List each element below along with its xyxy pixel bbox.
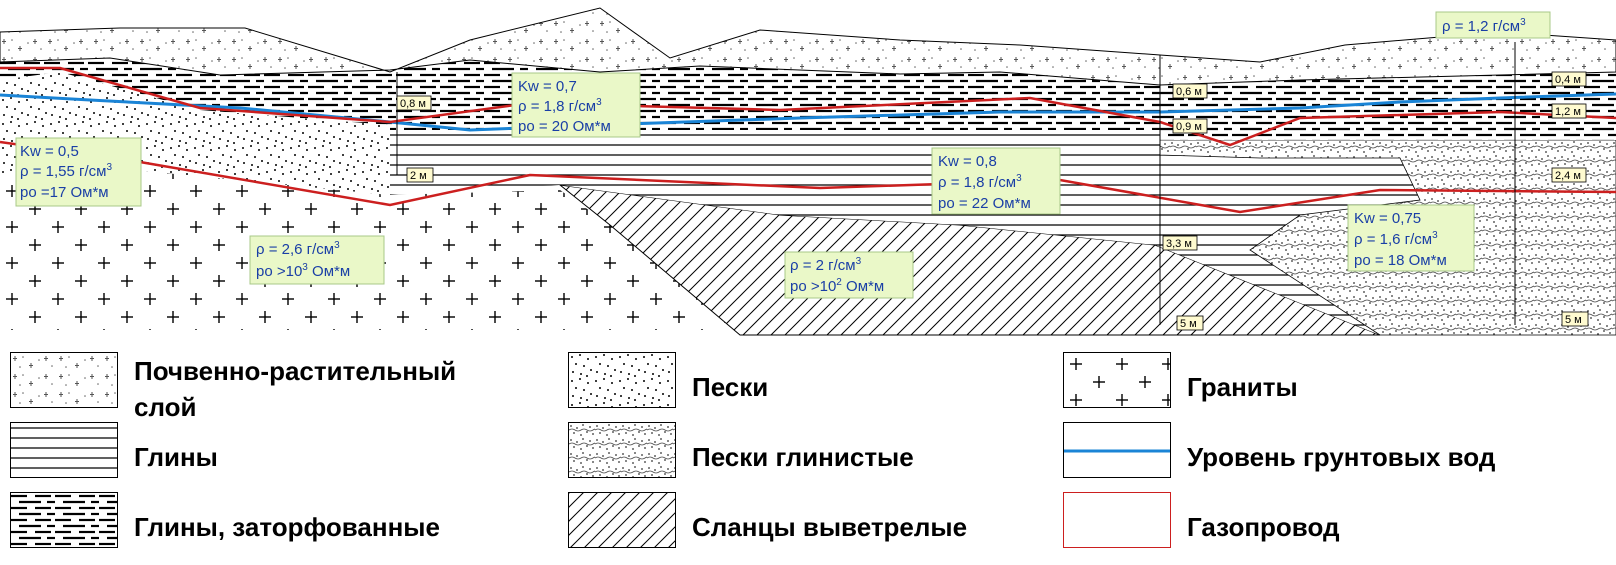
depth-mark: 2 м bbox=[406, 167, 434, 183]
legend-swatch-pipeline bbox=[1063, 492, 1171, 548]
legend-swatch-shales bbox=[568, 492, 676, 548]
legend-swatch-clayey-sands bbox=[568, 422, 676, 478]
svg-text:2 м: 2 м bbox=[410, 170, 427, 182]
svg-text:5 м: 5 м bbox=[1180, 318, 1197, 330]
depth-mark: 3,3 м bbox=[1162, 235, 1198, 251]
svg-text:ρ = 2,6 г/см3: ρ = 2,6 г/см3 bbox=[256, 240, 340, 258]
legend-swatch-peat-clays bbox=[10, 492, 118, 548]
props-peat-clay: Kw = 0,7 ρ = 1,8 г/см3 ро = 20 Ом*м bbox=[511, 72, 641, 138]
svg-text:Kw = 0,75: Kw = 0,75 bbox=[1354, 210, 1421, 227]
pipeline-line-deep bbox=[0, 140, 1616, 214]
svg-text:0,4 м: 0,4 м bbox=[1555, 74, 1581, 86]
depth-mark: 1,2 м bbox=[1551, 103, 1587, 119]
depth-mark: 5 м bbox=[1561, 311, 1589, 327]
depth-mark: 0,4 м bbox=[1551, 71, 1587, 87]
svg-text:ро =17 Ом*м: ро =17 Ом*м bbox=[20, 184, 109, 201]
depth-mark: 0,8 м bbox=[396, 95, 432, 111]
svg-text:Kw = 0,7: Kw = 0,7 bbox=[518, 78, 577, 95]
legend-label-shales: Сланцы выветрелые bbox=[692, 512, 968, 542]
svg-text:ρ = 1,8 г/см3: ρ = 1,8 г/см3 bbox=[938, 173, 1022, 191]
svg-text:ρ = 1,2 г/см3: ρ = 1,2 г/см3 bbox=[1442, 17, 1526, 35]
legend-label-pipeline: Газопровод bbox=[1187, 512, 1340, 542]
props-shale: ρ = 2 г/см3 ро >102 Ом*м bbox=[784, 251, 914, 299]
svg-text:ро = 18 Ом*м: ро = 18 Ом*м bbox=[1354, 252, 1447, 269]
svg-text:0,9 м: 0,9 м bbox=[1176, 121, 1202, 133]
legend-swatch-clays bbox=[10, 422, 118, 478]
legend-label-groundwater: Уровень грунтовых вод bbox=[1187, 442, 1496, 472]
svg-text:0,8 м: 0,8 м bbox=[400, 98, 426, 110]
depth-mark: 2,4 м bbox=[1551, 167, 1587, 183]
props-soil: ρ = 1,2 г/см3 bbox=[1435, 11, 1551, 39]
props-sands-left: Kw = 0,5 ρ = 1,55 г/см3 ро =17 Ом*м bbox=[15, 137, 142, 207]
pipeline-line bbox=[0, 66, 1616, 147]
groundwater-line bbox=[0, 92, 1616, 132]
svg-text:3,3 м: 3,3 м bbox=[1166, 238, 1192, 250]
svg-text:ро = 20 Ом*м: ро = 20 Ом*м bbox=[518, 118, 611, 135]
svg-text:ро >102 Ом*м: ро >102 Ом*м bbox=[790, 277, 884, 295]
geological-section: 0,8 м 2 м 0,6 м 0,9 м 3,3 м 5 м 0,4 м 1,… bbox=[0, 7, 1616, 336]
legend-label-clayey-sands: Пески глинистые bbox=[692, 442, 914, 472]
legend-swatch-groundwater bbox=[1063, 422, 1171, 478]
svg-text:ро = 22 Ом*м: ро = 22 Ом*м bbox=[938, 195, 1031, 212]
svg-text:ро >103 Ом*м: ро >103 Ом*м bbox=[256, 262, 350, 280]
svg-text:ρ = 1,55 г/см3: ρ = 1,55 г/см3 bbox=[20, 162, 112, 180]
depth-mark: 0,6 м bbox=[1172, 83, 1208, 99]
legend-label-soil-2: слой bbox=[134, 392, 197, 422]
svg-text:0,6 м: 0,6 м bbox=[1176, 86, 1202, 98]
svg-text:1,2 м: 1,2 м bbox=[1555, 106, 1581, 118]
depth-mark: 0,9 м bbox=[1172, 118, 1208, 134]
svg-text:2,4 м: 2,4 м bbox=[1555, 170, 1581, 182]
legend-label-sands: Пески bbox=[692, 372, 769, 402]
props-granite: ρ = 2,6 г/см3 ро >103 Ом*м bbox=[249, 235, 385, 285]
legend-swatch-sands bbox=[568, 352, 676, 408]
soil-layer bbox=[0, 7, 1616, 86]
props-clay: Kw = 0,8 ρ = 1,8 г/см3 ро = 22 Ом*м bbox=[931, 147, 1061, 215]
legend-swatch-granites bbox=[1063, 352, 1171, 408]
svg-text:ρ = 2 г/см3: ρ = 2 г/см3 bbox=[790, 256, 862, 274]
svg-text:Kw = 0,8: Kw = 0,8 bbox=[938, 153, 997, 170]
legend-label-soil-1: Почвенно-растительный bbox=[134, 356, 457, 386]
svg-text:ρ = 1,8 г/см3: ρ = 1,8 г/см3 bbox=[518, 97, 602, 115]
boreholes bbox=[396, 42, 1516, 325]
svg-text:5 м: 5 м bbox=[1565, 314, 1582, 326]
props-clayey-sand: Kw = 0,75 ρ = 1,6 г/см3 ро = 18 Ом*м bbox=[1347, 204, 1475, 272]
depth-mark: 5 м bbox=[1176, 315, 1204, 331]
legend-label-clays: Глины bbox=[134, 442, 218, 472]
svg-text:Kw = 0,5: Kw = 0,5 bbox=[20, 143, 79, 160]
legend-swatch-soil bbox=[10, 352, 118, 408]
legend-label-peat-clays: Глины, заторфованные bbox=[134, 512, 440, 542]
legend-label-granites: Граниты bbox=[1187, 372, 1298, 402]
svg-text:ρ = 1,6 г/см3: ρ = 1,6 г/см3 bbox=[1354, 230, 1438, 248]
